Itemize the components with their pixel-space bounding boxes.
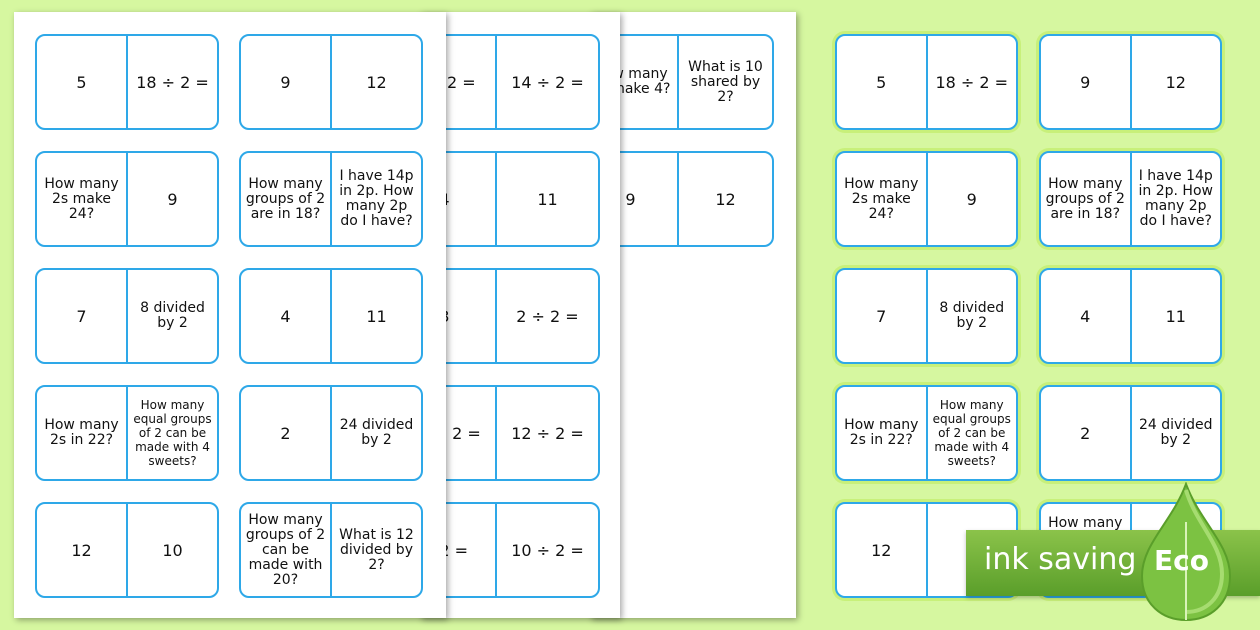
domino-card: How many 2s in 22? How many equal groups… (35, 385, 219, 481)
domino-left-half: 7 (76, 306, 87, 326)
domino-right-half: 8 divided by 2 (925, 270, 1017, 362)
domino-card: 10 ÷ 2 = 12 ÷ 2 = (420, 385, 600, 481)
domino-card: How many groups of 2 can be made with 20… (239, 502, 423, 598)
eco-label: Eco (1154, 544, 1209, 577)
domino-card: 5 18 ÷ 2 = (35, 34, 219, 130)
domino-card: 3 2 ÷ 2 = (420, 268, 600, 364)
domino-right-half: How many equal groups of 2 can be made w… (126, 387, 217, 479)
domino-card: 6 ÷ 2 = 14 ÷ 2 = (420, 34, 600, 130)
domino-right-half: 10 ÷ 2 = (495, 504, 598, 596)
domino-left-half: 7 (876, 306, 887, 326)
domino-left-half: 4 (280, 306, 291, 326)
domino-left-half: 12 (71, 540, 92, 560)
domino-right-half: 18 ÷ 2 = (925, 36, 1017, 128)
domino-right-half: 12 ÷ 2 = (495, 387, 598, 479)
domino-card: 4 11 (1039, 268, 1222, 364)
domino-card: How many groups of 2 are in 18? I have 1… (1039, 151, 1222, 247)
domino-card: 9 12 (239, 34, 423, 130)
domino-left-half: How many 2s in 22? (44, 417, 119, 448)
domino-card: How many 2s make 24? 9 (35, 151, 219, 247)
domino-right-half: 12 (330, 36, 421, 128)
domino-right-half: 24 divided by 2 (330, 387, 421, 479)
domino-left-half: 9 (625, 189, 636, 209)
domino-left-half: How many groups of 2 are in 18? (1045, 175, 1125, 222)
domino-card: How many 2s make 24? 9 (835, 151, 1018, 247)
domino-right-half: I have 14p in 2p. How many 2p do I have? (1129, 153, 1221, 245)
domino-card: How many 2s in 22? How many equal groups… (835, 385, 1018, 481)
domino-right-half: 18 ÷ 2 = (126, 36, 217, 128)
worksheet-page-middle: 6 ÷ 2 = 14 ÷ 2 = 4 11 3 2 ÷ 2 = 10 ÷ 2 =… (420, 12, 620, 618)
domino-right-half: 9 (126, 153, 217, 245)
domino-right-half: 2 ÷ 2 = (495, 270, 598, 362)
domino-card: 5 18 ÷ 2 = (835, 34, 1018, 130)
domino-card: 12 10 (35, 502, 219, 598)
domino-right-half: I have 14p in 2p. How many 2p do I have? (330, 153, 421, 245)
domino-card: 7 8 divided by 2 (35, 268, 219, 364)
domino-card: 4 11 (420, 151, 600, 247)
domino-right-half: 11 (1129, 270, 1221, 362)
domino-left-half: 5 (876, 72, 887, 92)
domino-right-half: 24 divided by 2 (1129, 387, 1221, 479)
domino-left-half: How many (1048, 515, 1123, 531)
domino-card: 9 12 (590, 151, 774, 247)
eco-banner-text: ink saving (984, 542, 1137, 577)
domino-right-half: 9 (925, 153, 1017, 245)
domino-right-half: 10 (126, 504, 217, 596)
domino-left-half: 12 (871, 540, 892, 560)
domino-left-half: 9 (1080, 72, 1091, 92)
domino-card: 7 8 divided by 2 (835, 268, 1018, 364)
domino-left-half: 2 (280, 423, 291, 443)
domino-right-half: 12 (677, 153, 772, 245)
domino-left-half: How many 2s make 24? (844, 175, 919, 222)
domino-right-half: 8 divided by 2 (126, 270, 217, 362)
domino-right-half: What is 12 divided by 2? (330, 504, 421, 596)
leaf-drop-icon (1140, 482, 1232, 622)
domino-left-half: How many 2s in 22? (844, 417, 919, 448)
domino-card: How many groups of 2 are in 18? I have 1… (239, 151, 423, 247)
domino-left-half: 5 (76, 72, 87, 92)
domino-card: 9 12 (1039, 34, 1222, 130)
domino-left-half: How many groups of 2 can be made with 20… (245, 511, 326, 588)
worksheet-page-back: How many 2s make 4? What is 10 shared by… (590, 12, 796, 618)
domino-right-half: 14 ÷ 2 = (495, 36, 598, 128)
domino-right-half: 12 (1129, 36, 1221, 128)
domino-right-half: 11 (495, 153, 598, 245)
domino-left-half: How many 2s make 24? (44, 175, 119, 222)
domino-card: ÷ 2 = 10 ÷ 2 = (420, 502, 600, 598)
domino-left-half: 2 (1080, 423, 1091, 443)
domino-right-half: What is 10 shared by 2? (677, 36, 772, 128)
domino-left-half: 4 (1080, 306, 1091, 326)
domino-left-half: 9 (280, 72, 291, 92)
domino-right-half: How many equal groups of 2 can be made w… (925, 387, 1017, 479)
domino-left-half: How many groups of 2 are in 18? (245, 175, 326, 222)
domino-card: 2 24 divided by 2 (239, 385, 423, 481)
domino-card: 2 24 divided by 2 (1039, 385, 1222, 481)
domino-right-half: 11 (330, 270, 421, 362)
domino-card: 4 11 (239, 268, 423, 364)
worksheet-page-front: 5 18 ÷ 2 = How many 2s make 24? 9 7 8 di… (14, 12, 446, 618)
